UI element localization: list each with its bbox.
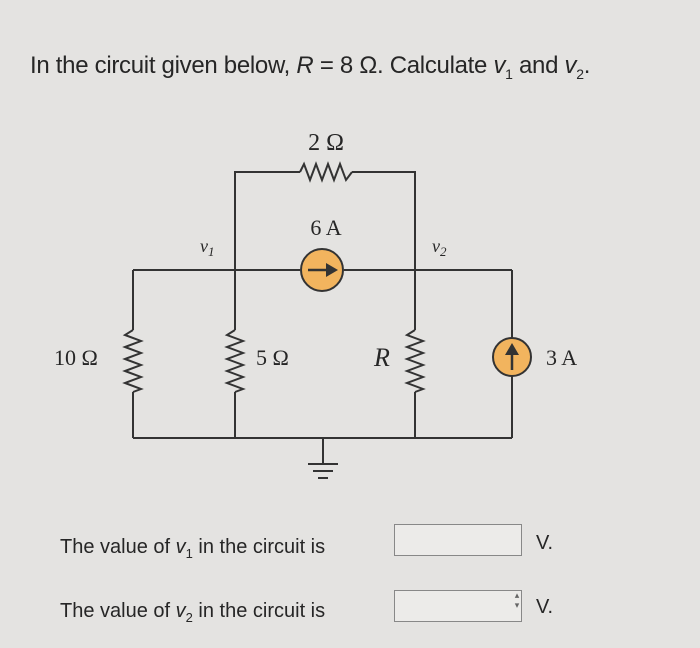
current-source-6a (300, 248, 344, 292)
answer-row-v2: The value of v2 in the circuit is (60, 600, 326, 625)
circuit-diagram: 2 Ω 6 A v1 v2 10 Ω 5 Ω R 3 A (54, 130, 577, 479)
label-node-v1: v1 (200, 236, 215, 259)
label-10ohm: 10 Ω (54, 345, 98, 370)
answer-row-v1: The value of v1 in the circuit is (60, 536, 326, 561)
resistor-10ohm (122, 329, 144, 393)
label-r: R (373, 343, 390, 372)
label-6a: 6 A (310, 215, 341, 240)
label-3a: 3 A (546, 345, 577, 370)
v2-unit-label: V. (536, 596, 554, 618)
current-source-3a (492, 337, 532, 377)
question-text: In the circuit given below, R = 8 Ω. Cal… (30, 52, 591, 82)
spinner-arrows-icon[interactable]: ▴▾ (514, 590, 520, 610)
label-node-v2: v2 (432, 236, 447, 259)
wires (132, 171, 513, 464)
resistor-5ohm (224, 329, 246, 393)
v2-answer-input[interactable] (394, 590, 522, 622)
label-5ohm: 5 Ω (256, 345, 289, 370)
resistor-r (404, 329, 426, 393)
resistor-2ohm (299, 161, 353, 183)
ground-symbol (308, 463, 338, 479)
label-2ohm: 2 Ω (308, 130, 344, 156)
v1-unit-label: V. (536, 532, 554, 554)
v1-answer-input[interactable] (394, 524, 522, 556)
